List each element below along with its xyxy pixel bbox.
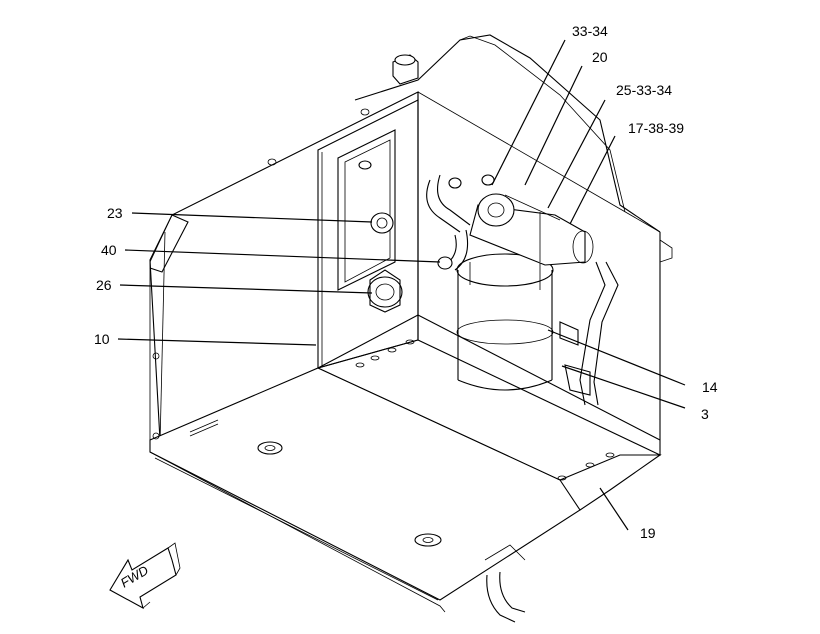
callout-10: 10 [94, 331, 110, 347]
callout-23: 23 [107, 205, 123, 221]
leader-14 [547, 329, 686, 386]
callout-40: 40 [101, 242, 117, 258]
pump-canister [469, 193, 594, 266]
leader-17-38-39 [569, 135, 616, 225]
hoses [426, 174, 619, 623]
leader-10 [117, 338, 317, 346]
leader-33-34 [491, 39, 566, 186]
leader-19 [599, 487, 629, 531]
callout-19: 19 [640, 525, 656, 541]
enclosure [149, 34, 673, 456]
panel-window [337, 129, 396, 291]
leader-23 [131, 212, 373, 223]
fitting-40 [437, 256, 453, 270]
grommet-23 [370, 212, 394, 234]
leader-26 [119, 284, 373, 294]
top-rear-flange [354, 34, 661, 233]
leader-3 [561, 365, 686, 409]
mount-hole [257, 441, 283, 455]
callout-17-38-39: 17-38-39 [628, 120, 684, 136]
leader-lines [117, 39, 686, 531]
callout-labels: 33-34 20 25-33-34 17-38-39 23 40 26 10 1… [94, 23, 718, 541]
callout-26: 26 [96, 277, 112, 293]
filter-housing [456, 253, 554, 391]
callout-33-34: 33-34 [572, 23, 608, 39]
fwd-arrow-icon [109, 547, 177, 610]
callout-20: 20 [592, 49, 608, 65]
mount-hole [414, 533, 442, 547]
grommet-26 [367, 276, 403, 308]
base-plate-top [149, 367, 581, 601]
leader-20 [524, 65, 583, 186]
base-plate [149, 339, 662, 613]
fwd-arrow: FWD [109, 542, 181, 610]
callout-14: 14 [702, 379, 718, 395]
callout-3: 3 [701, 406, 709, 422]
front-post [317, 99, 419, 369]
callout-25-33-34: 25-33-34 [616, 82, 672, 98]
leader-40 [124, 249, 441, 263]
leader-25-33-34 [547, 99, 606, 209]
